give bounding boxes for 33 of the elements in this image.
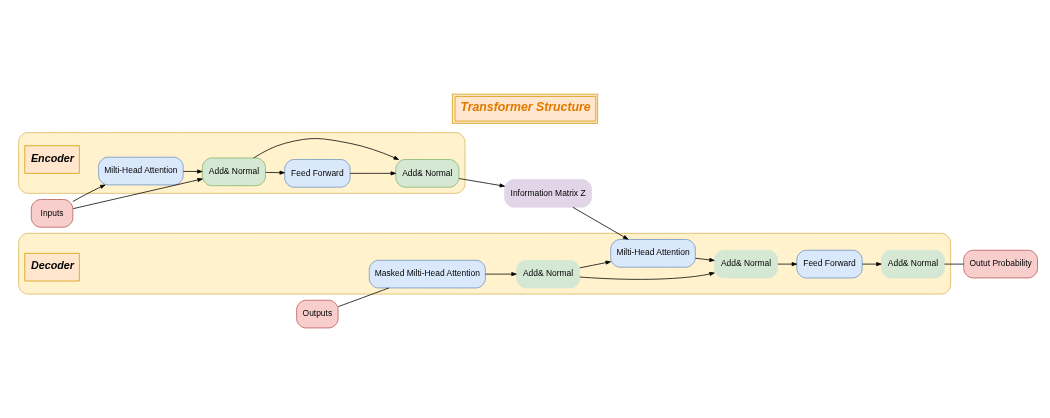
node-box: Outputs: [296, 299, 339, 328]
arrow: [579, 260, 611, 268]
arrow: [183, 169, 203, 173]
arrow: [253, 137, 399, 160]
node-box: Decoder: [24, 252, 80, 281]
arrow: [579, 271, 715, 280]
arrow: [458, 177, 505, 187]
node-box: Add& Normal: [395, 158, 460, 188]
arrow: [349, 170, 396, 175]
node-box: Add& Normal: [516, 259, 580, 288]
node-box: Information Matrix Z: [504, 178, 592, 208]
cluster: [18, 131, 466, 194]
arrow: [485, 271, 517, 276]
node-box: Add& Normal: [714, 249, 778, 278]
node-box: Feed Forward: [284, 158, 351, 188]
arrow: [72, 184, 106, 202]
node-box: Feed Forward: [796, 249, 863, 278]
connector: [337, 287, 390, 307]
node-box: Add& Normal: [881, 249, 945, 278]
node-box: Inputs: [30, 198, 74, 228]
node-box: Outut Probability: [963, 249, 1038, 278]
node-box: Masked Milti-Head Attention: [368, 259, 486, 288]
arrow: [265, 170, 285, 175]
node-box: Encoder: [24, 144, 80, 174]
node-box: Milti-Head Attention: [610, 238, 696, 268]
node-box: Add& Normal: [202, 157, 266, 186]
arrow: [862, 261, 882, 266]
arrow: [72, 177, 203, 209]
arrow: [572, 206, 629, 240]
arrow: [695, 257, 715, 262]
node-box: Milti-Head Attention: [98, 156, 184, 185]
arrow: [777, 261, 798, 266]
diagram-title: Transformer Structure: [460, 99, 591, 114]
